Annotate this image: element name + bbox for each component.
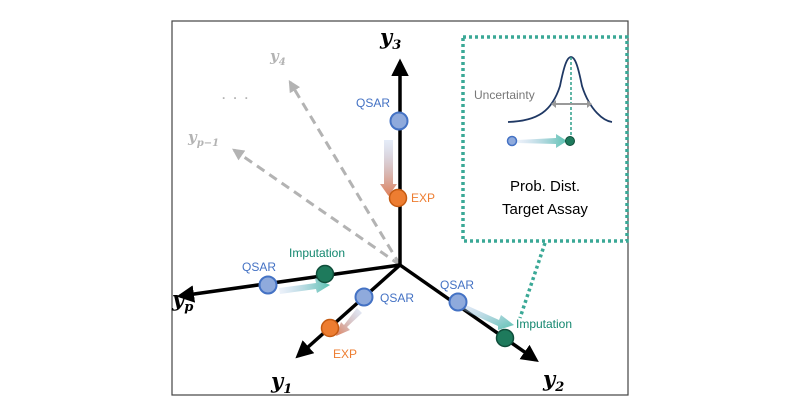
qsar-label-y1: QSAR <box>380 291 414 305</box>
axis-y2-line <box>398 263 539 363</box>
imputation-label-yp: Imputation <box>289 246 345 260</box>
axis-ellipsis: · · · <box>222 91 251 105</box>
qsar-to-exp-arrow-y1 <box>336 308 362 336</box>
qsar-point-y3 <box>389 111 409 131</box>
qsar-point-yp <box>258 275 278 295</box>
axis-label-y1: y1 <box>270 368 292 397</box>
axis-y4-line <box>288 79 402 266</box>
axis-yp-line <box>176 263 401 303</box>
qsar-to-exp-arrow-y3 <box>380 140 397 196</box>
inset-connector <box>518 242 547 319</box>
axis-y1-line <box>295 263 402 359</box>
inset-qsar-point <box>506 135 518 147</box>
axis-label-y2: y2 <box>542 366 564 395</box>
qsar-point-y2 <box>448 292 468 312</box>
imputation-label-y2: Imputation <box>516 317 572 331</box>
uncertainty-arrow-left-icon <box>551 100 556 108</box>
qsar-label-yp: QSAR <box>242 260 276 274</box>
uncertainty-arrow-right-icon <box>587 100 592 108</box>
qsar-to-imputation-arrow-yp <box>279 278 330 294</box>
diagram-frame <box>171 20 629 396</box>
uncertainty-label: Uncertainty <box>474 88 535 102</box>
qsar-label-y3: QSAR <box>356 96 390 110</box>
inset-imputation-point <box>565 136 575 146</box>
axis-label-y3: y3 <box>379 24 401 53</box>
inset-caption-line1: Prob. Dist. <box>510 178 580 195</box>
qsar-point-y1 <box>354 287 374 307</box>
axis-label-yp: yp <box>171 286 193 315</box>
exp-point-y3 <box>388 188 408 208</box>
imputation-point-yp <box>315 264 335 284</box>
inset-imputation-arrow <box>517 134 567 148</box>
qsar-to-imputation-arrow-y2 <box>463 305 514 330</box>
exp-label-y3: EXP <box>411 191 435 205</box>
axis-yp-1-line <box>232 148 401 267</box>
axis-label-y4: y4 <box>269 47 286 68</box>
exp-point-y1 <box>320 318 340 338</box>
axis-label-yp-1: yp−1 <box>187 128 219 149</box>
inset-caption-line2: Target Assay <box>502 201 588 218</box>
qsar-label-y2: QSAR <box>440 278 474 292</box>
exp-label-y1: EXP <box>333 347 357 361</box>
imputation-point-y2 <box>495 328 515 348</box>
